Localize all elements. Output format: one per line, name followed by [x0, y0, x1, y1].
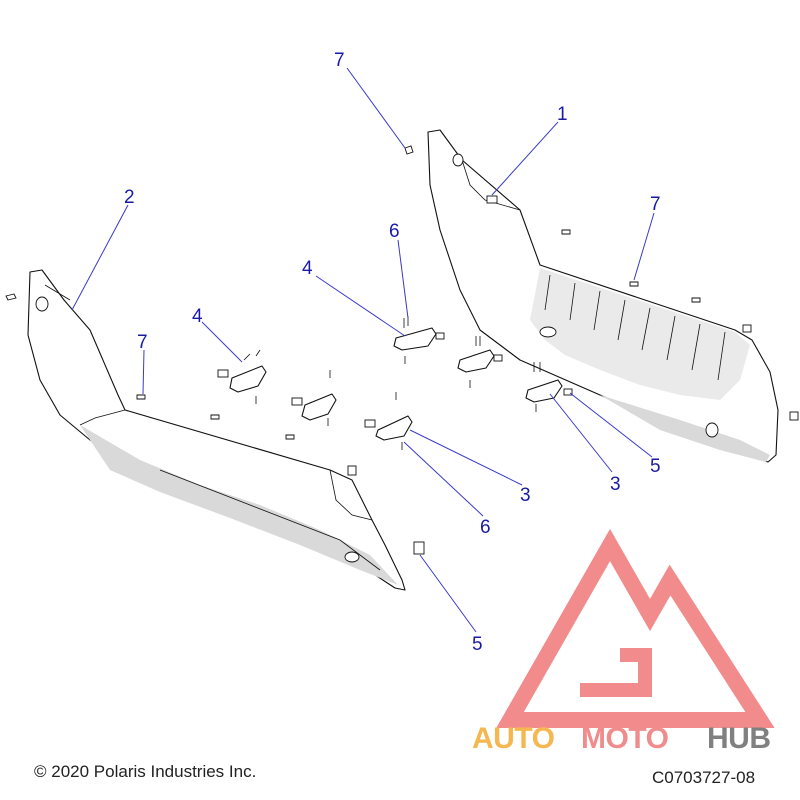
callout-2: 2	[124, 187, 135, 208]
rocker-panel-left	[27, 269, 406, 591]
drawing-code: C0703727-08	[652, 768, 755, 787]
watermark-text: AUTO MOTO HUB	[472, 722, 771, 755]
bracket-3-mid	[457, 349, 503, 373]
rocker-panel-right	[427, 129, 779, 463]
callout-5-bottom: 5	[472, 634, 483, 655]
watermark-hub: HUB	[707, 722, 771, 755]
callout-7-left: 7	[137, 332, 148, 353]
watermark-moto: MOTO	[581, 722, 669, 755]
callout-1: 1	[557, 104, 568, 125]
bracket-3-left	[291, 393, 337, 421]
automotohub-logo	[496, 528, 775, 728]
callout-4-center: 4	[302, 258, 313, 279]
callout-6-bottom: 6	[480, 517, 491, 538]
bracket-3-center	[364, 415, 413, 441]
callout-4-left: 4	[192, 306, 203, 327]
bracket-3-right	[525, 379, 573, 403]
callout-6-top: 6	[389, 221, 400, 242]
bracket-4-left	[217, 349, 267, 393]
callout-5-right: 5	[650, 456, 661, 477]
watermark-auto: AUTO	[472, 722, 555, 755]
callout-7-right: 7	[650, 194, 661, 215]
callout-3-center: 3	[520, 485, 531, 506]
bracket-4-center	[393, 327, 445, 351]
leader-lines	[71, 67, 655, 633]
callout-3-right: 3	[610, 474, 621, 495]
fasteners	[5, 145, 799, 555]
copyright-notice: © 2020 Polaris Industries Inc.	[34, 762, 256, 781]
callout-7-top: 7	[334, 50, 345, 71]
callout-labels: 7 1 2 7 6 4 4 7 3 3 5 6 5	[124, 50, 661, 655]
